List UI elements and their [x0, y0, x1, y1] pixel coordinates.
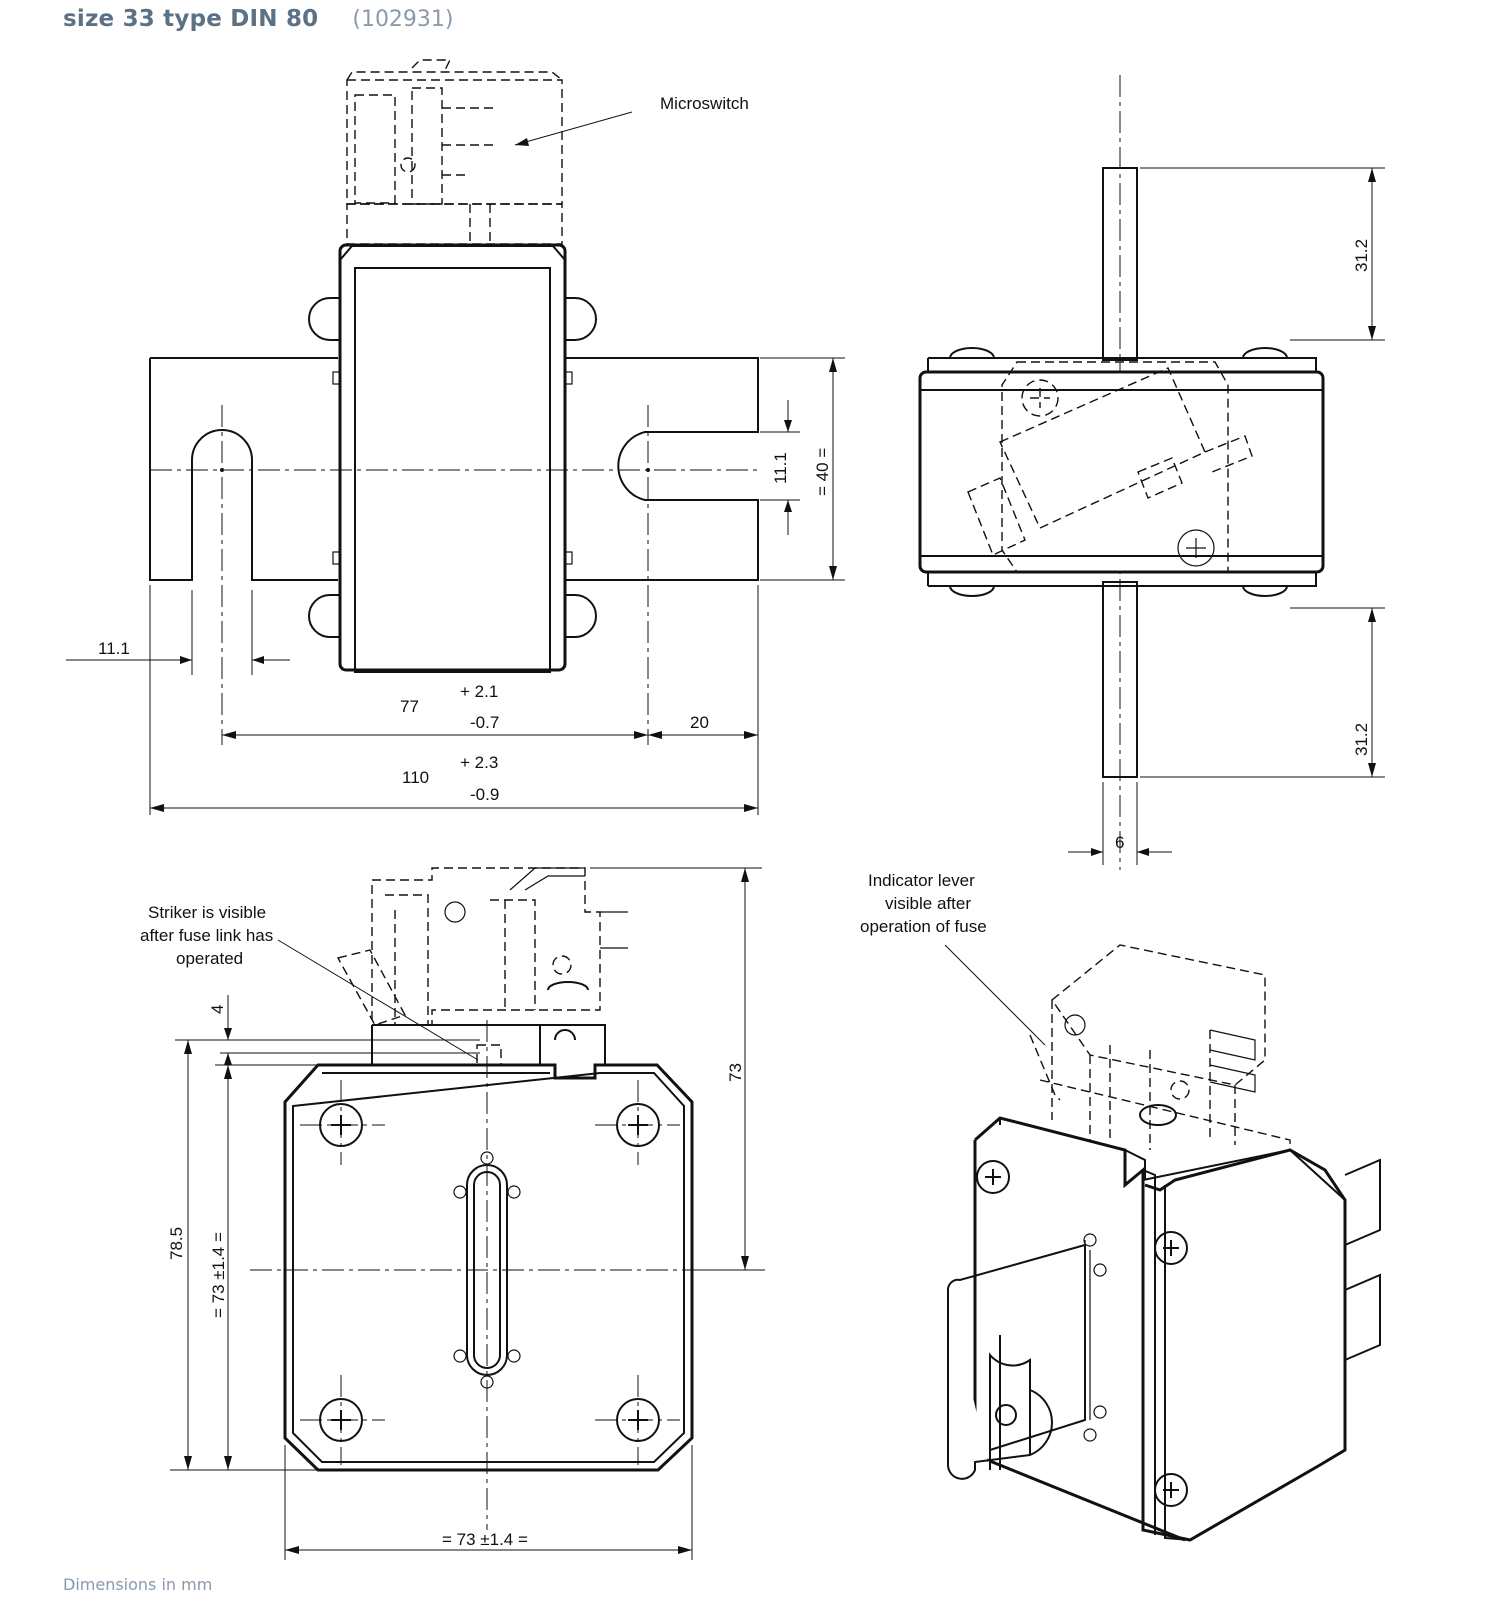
dim-body-73-horizontal-value: = 73 ±1.4 =	[442, 1530, 528, 1549]
label-microswitch: Microswitch	[660, 94, 749, 113]
dim-77-plus: + 2.1	[460, 682, 498, 701]
dim-110-plus: + 2.3	[460, 753, 498, 772]
product-title: size 33 type DIN 80	[63, 6, 319, 32]
label-striker-line1: Striker is visible	[148, 903, 266, 922]
dim-slot-side-value: 11.1	[771, 452, 790, 484]
iso-screws	[976, 1160, 1188, 1507]
dim-blade-bottom: 31.2	[1140, 607, 1385, 778]
side-top-blade	[1102, 167, 1138, 361]
dim-77: 77 + 2.1 -0.7	[222, 682, 648, 739]
dimensions-note: Dimensions in mm	[63, 1575, 213, 1594]
product-code: (102931)	[352, 7, 454, 32]
front-right-tag	[565, 357, 759, 581]
front-fuse-body	[338, 243, 567, 672]
side-microswitch	[967, 361, 1253, 573]
dim-20-value: 20	[690, 713, 709, 732]
dim-40: = 40 =	[760, 357, 845, 581]
dim-110: 110 + 2.3 -0.9	[149, 585, 759, 815]
front-screw-heads	[308, 297, 597, 638]
dim-73-height: 73	[590, 867, 762, 1271]
label-striker-line2: after fuse link has	[140, 926, 273, 945]
dim-slot-front: 11.1	[66, 590, 290, 675]
dim-77-value: 77	[400, 697, 419, 716]
dim-body-73-vertical: = 73 ±1.4 =	[209, 1064, 320, 1470]
dim-20: 20	[648, 585, 759, 745]
dim-body-73-vertical-value: = 73 ±1.4 =	[209, 1232, 228, 1318]
dim-73-height-value: 73	[726, 1063, 745, 1082]
dim-blade-top: 31.2	[1140, 167, 1385, 341]
side-fuse-body	[918, 370, 1325, 574]
page-header: size 33 type DIN 80 (102931)	[63, 6, 454, 40]
plan-view: 4 78.5 = 73 ±1.4 = 73	[140, 867, 765, 1560]
iso-fuse-body	[974, 1116, 1347, 1542]
label-indicator-line2: visible after	[885, 894, 971, 913]
dim-blade-bottom-value: 31.2	[1352, 723, 1371, 756]
dim-785-value: 78.5	[167, 1227, 186, 1260]
dim-slot-side: 11.1	[760, 400, 800, 535]
label-indicator-line1: Indicator lever	[868, 871, 975, 890]
dim-blade-thickness-value: 6	[1115, 833, 1124, 852]
front-left-tag	[149, 357, 338, 581]
dim-striker-value: 4	[208, 1005, 227, 1014]
label-striker-line3: operated	[176, 949, 243, 968]
dim-77-minus: -0.7	[470, 713, 499, 732]
dim-blade-top-value: 31.2	[1352, 239, 1371, 272]
label-indicator-line3: operation of fuse	[860, 917, 987, 936]
isometric-view: Indicator lever visible after operation …	[860, 871, 1381, 1542]
side-view: 31.2 31.2 6	[918, 75, 1385, 870]
dim-body-73-horizontal: = 73 ±1.4 =	[284, 1445, 693, 1560]
dim-blade-thickness: 6	[1068, 782, 1172, 865]
dim-110-minus: -0.9	[470, 785, 499, 804]
dim-slot-front-value: 11.1	[98, 639, 130, 658]
dim-110-value: 110	[402, 768, 429, 787]
front-view: 11.1 77 + 2.1 -0.7 20 110 + 2.3 -0.9	[66, 59, 845, 815]
dim-40-value: = 40 =	[813, 448, 832, 496]
plan-microswitch	[336, 867, 628, 1026]
side-bottom-blade	[1102, 581, 1138, 778]
front-microswitch	[346, 59, 563, 262]
dim-striker: 4	[175, 995, 480, 1070]
dim-785: 78.5	[167, 1040, 320, 1471]
